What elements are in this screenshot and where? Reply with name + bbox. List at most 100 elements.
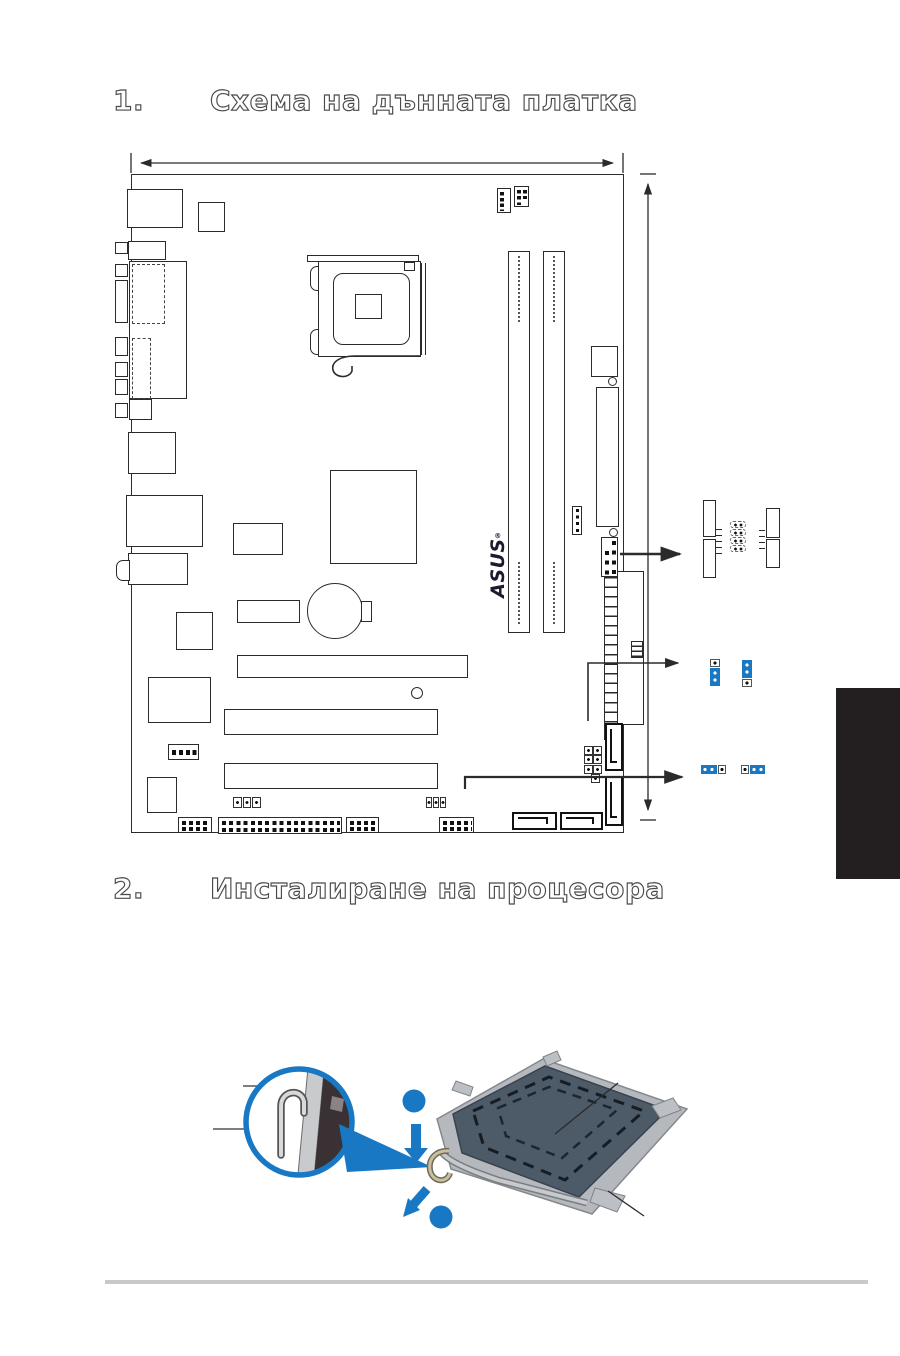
panel-pinout-bar <box>703 539 716 578</box>
dimm-key-line <box>518 562 520 624</box>
jumper-cell <box>242 797 252 808</box>
usb-header-pins <box>612 541 616 575</box>
backpanel-connector-small <box>128 241 166 260</box>
backpanel-connector <box>129 399 152 420</box>
jumper-open-pin <box>718 765 726 774</box>
magnifier-content <box>277 1071 350 1173</box>
usbpw-jumper-block <box>584 746 603 774</box>
section1-number: 1. <box>112 83 145 117</box>
sata-connector-vertical-2 <box>605 776 623 826</box>
load-lever-shadow <box>437 1148 588 1207</box>
panel-pinout-bar <box>766 539 780 568</box>
lever-hook <box>428 1149 452 1182</box>
jumper-cell <box>593 764 602 774</box>
chip-rect-center <box>233 523 283 555</box>
socket-cover-dashed-inner <box>496 1085 620 1160</box>
header-pins <box>350 827 377 831</box>
northbridge-chip <box>330 470 417 564</box>
magnifier-background <box>246 1069 352 1175</box>
cpu-fan-connector <box>497 188 511 213</box>
load-lever <box>439 1149 588 1205</box>
backpanel-dashed-port-a <box>132 264 165 324</box>
fdd-connector-comb <box>604 577 618 740</box>
section1-heading: 1. Схема на дънната платка <box>112 83 638 117</box>
atx12v-pins <box>172 750 198 755</box>
sata-key <box>610 782 617 818</box>
jumper-cap-blue <box>750 765 765 774</box>
cpu-socket-hinge-tab <box>310 329 319 355</box>
panel-header-row <box>730 537 746 544</box>
sata-connector-vertical-1 <box>605 723 623 771</box>
header-pins <box>443 827 472 831</box>
header-pins <box>350 820 377 825</box>
spdif-pins <box>575 509 579 534</box>
panel-header-row <box>730 521 746 528</box>
socket-cover <box>452 1065 669 1198</box>
jumper-cell <box>584 755 593 765</box>
ide-key-notch <box>631 641 643 658</box>
board-component-square-top <box>198 202 225 232</box>
panel-pin-tick <box>716 529 722 531</box>
step-2-badge <box>429 1205 453 1229</box>
section1-title: Схема на дънната платка <box>209 83 638 117</box>
panel-pin-tick <box>759 542 765 544</box>
backpanel-stub <box>115 379 128 395</box>
backpanel-ps2-block <box>127 189 183 228</box>
magnifier-wedge <box>339 1124 432 1172</box>
socket-cover-dashed-outline <box>471 1075 647 1182</box>
header-pins <box>182 820 210 825</box>
backpanel-stub <box>115 337 128 356</box>
pcie-x16-slot <box>237 655 468 678</box>
front-audio-header <box>178 817 212 833</box>
atx12v-power-connector <box>168 744 199 760</box>
sata-key <box>610 729 617 763</box>
header-pins <box>222 828 340 832</box>
backpanel-stub <box>115 242 128 254</box>
step-2-arrow-head <box>403 1198 420 1217</box>
step-1-badge <box>402 1089 426 1113</box>
step-1-arrow-down <box>404 1124 428 1163</box>
mounting-hole <box>609 528 618 537</box>
panel-header-row <box>730 529 746 536</box>
cpu-socket-photo <box>426 1050 689 1217</box>
spdif-header <box>572 506 582 535</box>
backpanel-usb-block <box>128 432 176 474</box>
backpanel-stub <box>115 264 128 277</box>
dimm-slot-2 <box>543 251 565 633</box>
chip-square-bottom-left <box>147 777 177 813</box>
asus-logo-reg-mark: ® <box>494 532 502 540</box>
lever-latch <box>589 1187 626 1213</box>
dimm-slot-1 <box>508 251 530 633</box>
jumper-cell <box>426 797 432 808</box>
fan-pins <box>500 192 504 211</box>
jumper-cell <box>233 797 242 808</box>
sata-connector-horizontal-1 <box>512 812 557 830</box>
panel-pin-tick <box>759 536 765 538</box>
section2-title: Инсталиране на процесора <box>209 871 665 905</box>
dimm-key-line <box>553 256 555 322</box>
asus-logo-text: ASUS <box>487 538 509 598</box>
panel-pin-tick <box>759 530 765 532</box>
cpu-install-figure <box>213 1050 689 1229</box>
mounting-hole <box>608 377 617 386</box>
jumper-cell <box>591 774 600 783</box>
panel-pin-tick <box>759 548 765 550</box>
footer-divider <box>105 1280 868 1284</box>
header-pins <box>182 827 210 831</box>
chip-square-left <box>176 612 213 650</box>
jumper-cap-blue <box>742 660 752 678</box>
chip-rect-near-battery <box>237 600 300 623</box>
sata-key <box>566 817 594 824</box>
backpanel-audio-block <box>128 553 188 585</box>
asus-logo: ASUS ® <box>483 530 513 606</box>
jumper-cell <box>440 797 446 808</box>
backpanel-io-block <box>129 261 187 399</box>
socket-metal-base <box>436 1058 689 1215</box>
panel-pinout-bar <box>766 508 780 538</box>
panel-pin-tick <box>716 553 722 555</box>
jumper-cell <box>584 746 593 755</box>
step-2-arrow-shaft <box>409 1186 431 1208</box>
jumper-cap-blue <box>701 765 717 774</box>
backpanel-stub <box>115 403 128 418</box>
retention-tab-left <box>451 1080 474 1097</box>
